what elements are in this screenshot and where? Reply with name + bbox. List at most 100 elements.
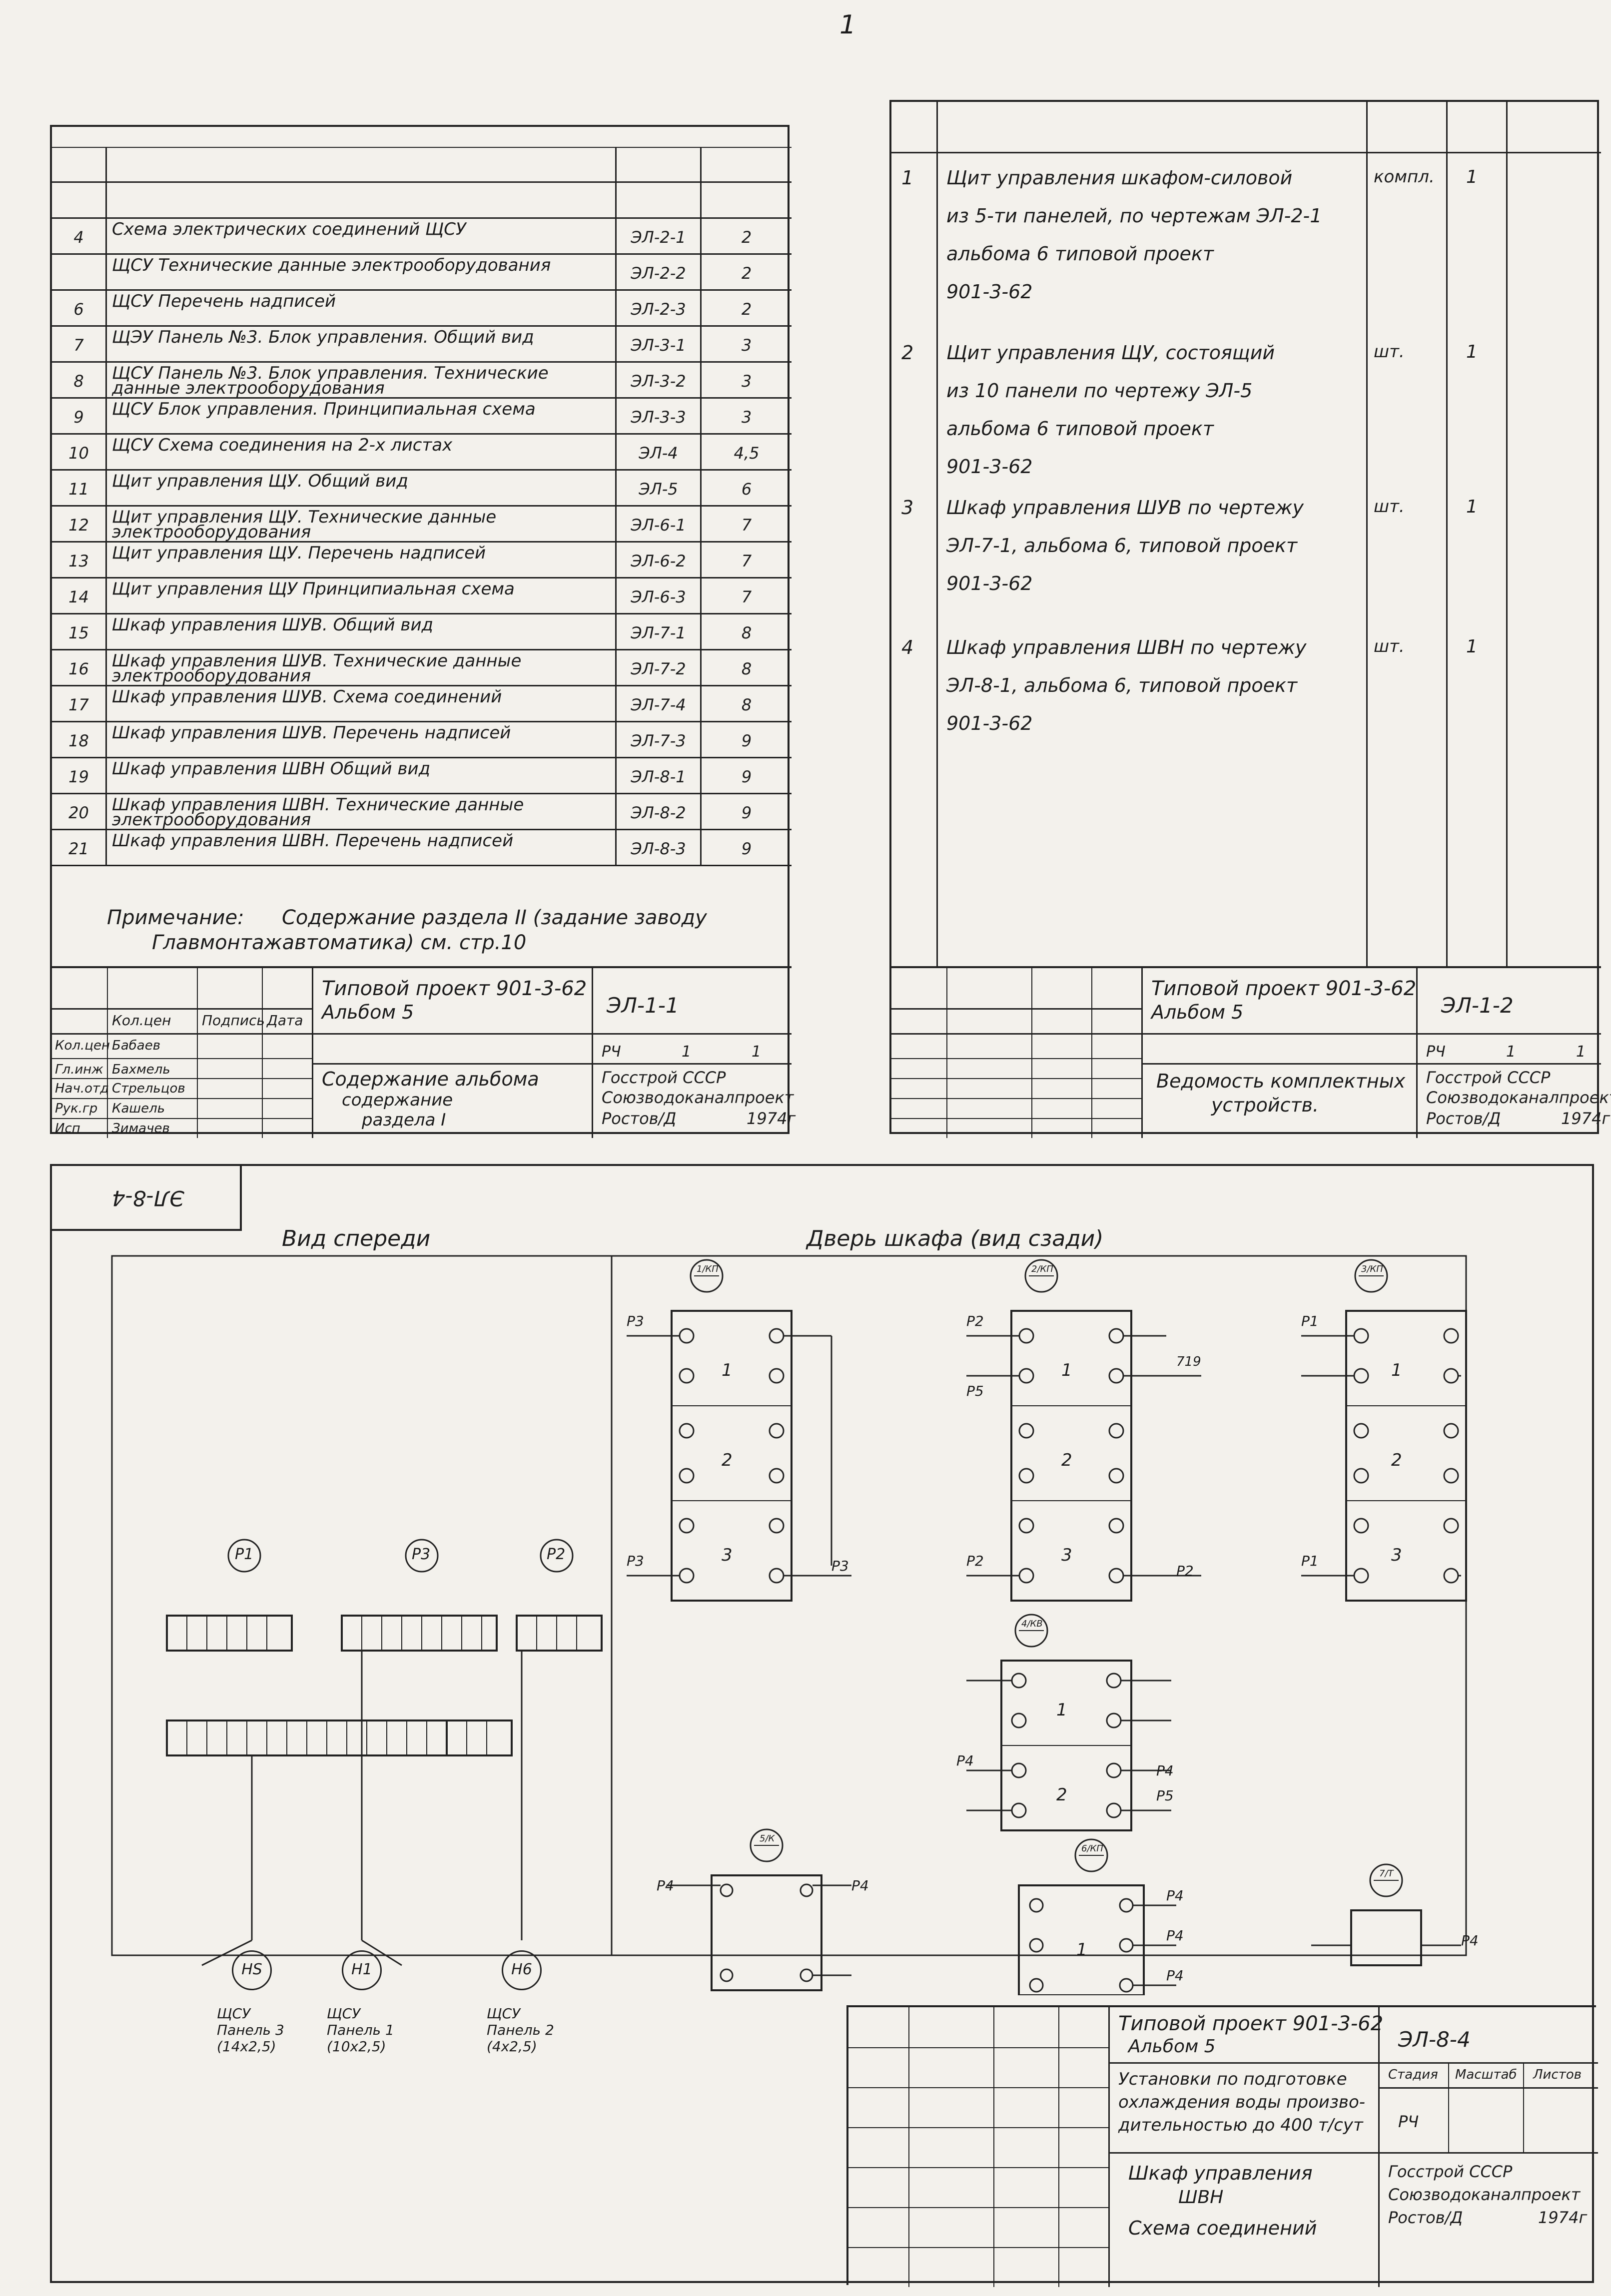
terminal-block-p3-label: Р3 bbox=[412, 1546, 431, 1563]
lamp-h1-caption: ЩСУ Панель 1 (10х2,5) bbox=[327, 2005, 394, 2055]
lamp-h6-caption: ЩСУ Панель 2 (4х2,5) bbox=[487, 2005, 554, 2055]
title-block: Кол.цен Подпись Дата Кол.цен Гл.инж Нач.… bbox=[52, 966, 796, 1138]
device-unit: шт. bbox=[1374, 497, 1405, 517]
svg-text:Р3: Р3 bbox=[831, 1558, 849, 1574]
contents-note-label: Примечание: bbox=[107, 906, 244, 929]
stamp-title-2: содержание bbox=[342, 1090, 453, 1110]
lamp-h1: Н1 bbox=[342, 1950, 382, 1990]
svg-text:Р4: Р4 bbox=[956, 1752, 974, 1769]
stamp-org-1: Госстрой СССР bbox=[602, 1068, 726, 1087]
lamp-hs-caption: ЩСУ Панель 3 (14х2,5) bbox=[217, 2005, 284, 2055]
contents-cell-no: 18 bbox=[52, 722, 107, 758]
device-text-line: Шкаф управления ШУВ по чертежу bbox=[946, 497, 1304, 519]
contents-cell-text: Щит управления ЩУ. Технические данные эл… bbox=[107, 507, 617, 543]
relay-6-id: 6/КП bbox=[1081, 1843, 1103, 1854]
svg-text:2: 2 bbox=[1056, 1785, 1067, 1805]
contents-cell-sheet: 3 bbox=[741, 408, 752, 427]
svg-text:2: 2 bbox=[1391, 1450, 1402, 1470]
contents-cell-text: Шкаф управления ШУВ. Перечень надписей bbox=[107, 722, 617, 758]
contents-cell-code: ЭЛ-6-3 bbox=[617, 578, 702, 614]
device-text-line: альбома 6 типовой проект bbox=[946, 243, 1214, 265]
contents-cell-no: 9 bbox=[52, 399, 107, 435]
stamp-title-1: Содержание альбома bbox=[322, 1068, 539, 1090]
device-text-line: из 5-ти панелей, по чертежам ЭЛ-2-1 bbox=[946, 205, 1322, 227]
svg-text:1: 1 bbox=[1076, 1940, 1087, 1960]
relay-1: 1 2 3 Р3 Р3 Р3 bbox=[627, 1259, 851, 1602]
contents-cell-text: Шкаф управления ШВН Общий вид bbox=[107, 758, 617, 794]
contents-cell-sheet bbox=[702, 183, 792, 219]
device-text-line: Шкаф управления ШВН по чертежу bbox=[946, 636, 1307, 658]
stamp3-title-2: ШВН bbox=[1178, 2187, 1224, 2208]
contents-row bbox=[52, 183, 792, 219]
stamp-title-3: раздела I bbox=[362, 1110, 446, 1130]
terminal-strip-lower bbox=[166, 1720, 513, 1756]
contents-cell-text: ЩСУ Блок управления. Принципиальная схем… bbox=[107, 399, 617, 435]
svg-text:Р5: Р5 bbox=[966, 1383, 984, 1399]
stamp3-header-3: Листов bbox=[1533, 2067, 1582, 2082]
contents-cell-sheet: 8 bbox=[741, 623, 752, 642]
stamp3-org-2: Союзводоканалпроект bbox=[1388, 2185, 1581, 2204]
svg-text:Р4: Р4 bbox=[851, 1877, 869, 1894]
svg-text:Р4: Р4 bbox=[657, 1877, 674, 1894]
contents-cell-code: ЭЛ-7-1 bbox=[617, 614, 702, 650]
device-qty: 1 bbox=[1466, 342, 1478, 362]
terminal-block-p3 bbox=[341, 1539, 498, 1652]
device-no: 1 bbox=[901, 167, 914, 189]
svg-text:Р2: Р2 bbox=[966, 1553, 984, 1569]
contents-cell-code bbox=[617, 183, 702, 219]
contents-cell-sheet: 7 bbox=[741, 587, 752, 606]
device-text-line: 901-3-62 bbox=[946, 573, 1033, 594]
svg-text:Р5: Р5 bbox=[1156, 1787, 1174, 1804]
stamp-header-1: Кол.цен bbox=[112, 1012, 171, 1029]
relay-4: 1 2 Р4 Р4 Р5 bbox=[956, 1614, 1174, 1831]
contents-cell-no bbox=[52, 183, 107, 219]
relay-2: 1 2 3 Р2 Р5 Р2 719 Р2 bbox=[966, 1259, 1201, 1602]
device-qty: 1 bbox=[1466, 497, 1478, 517]
contents-cell-sheet: 9 bbox=[741, 839, 752, 858]
stamp-org-3: Ростов/Д bbox=[602, 1109, 677, 1128]
device-text-line: 901-3-62 bbox=[946, 456, 1033, 478]
stamp3-desc-3: дительностью до 400 т/сут bbox=[1118, 2115, 1363, 2135]
contents-cell-sheet: 7 bbox=[741, 552, 752, 571]
contents-cell-sheet: 2 bbox=[741, 264, 752, 283]
contents-cell-code: ЭЛ-8-2 bbox=[617, 794, 702, 830]
contents-cell-code: ЭЛ-4 bbox=[617, 435, 702, 471]
device-qty: 1 bbox=[1466, 167, 1478, 187]
contents-cell-text: Щит управления ЩУ. Перечень надписей bbox=[107, 543, 617, 578]
device-text-line: ЭЛ-7-1, альбома 6, типовой проект bbox=[946, 535, 1298, 557]
contents-cell-text: Шкаф управления ШУВ. Схема соединений bbox=[107, 686, 617, 722]
terminal-block-p1 bbox=[166, 1539, 293, 1652]
contents-cell-text: Шкаф управления ШВН. Перечень надписей bbox=[107, 830, 617, 866]
contents-cell-sheet: 8 bbox=[741, 659, 752, 678]
stamp3-year: 1974г bbox=[1538, 2208, 1588, 2227]
svg-text:1: 1 bbox=[1061, 1360, 1072, 1380]
stamp2-sheets: 1 bbox=[1576, 1043, 1586, 1061]
stamp2-org-2: Союзводоканалпроект bbox=[1426, 1088, 1611, 1107]
stamp3-header-1: Стадия bbox=[1388, 2067, 1438, 2082]
svg-text:Р2: Р2 bbox=[966, 1313, 984, 1329]
contents-cell-no: 4 bbox=[52, 219, 107, 255]
contents-cell-text: Щит управления ЩУ. Общий вид bbox=[107, 471, 617, 507]
stamp2-project: Типовой проект 901-3-62 bbox=[1151, 977, 1417, 1000]
contents-cell-text: ЩСУ Панель №3. Блок управления. Техничес… bbox=[107, 363, 617, 399]
contents-cell-code: ЭЛ-3-3 bbox=[617, 399, 702, 435]
relay-6: 1 Р4 Р4 Р4 bbox=[1018, 1838, 1184, 1995]
contents-cell-code: ЭЛ-3-1 bbox=[617, 327, 702, 363]
device-text-line: альбома 6 типовой проект bbox=[946, 418, 1214, 440]
contents-cell-no: 7 bbox=[52, 327, 107, 363]
stamp-sheet: 1 bbox=[682, 1043, 692, 1061]
stamp-year: 1974г bbox=[747, 1109, 796, 1128]
device-no: 3 bbox=[901, 497, 914, 519]
stamp-project: Типовой проект 901-3-62 bbox=[322, 977, 587, 1000]
device-unit: компл. bbox=[1374, 167, 1435, 187]
front-view-label: Вид спереди bbox=[282, 1226, 431, 1251]
contents-cell-code: ЭЛ-2-3 bbox=[617, 291, 702, 327]
